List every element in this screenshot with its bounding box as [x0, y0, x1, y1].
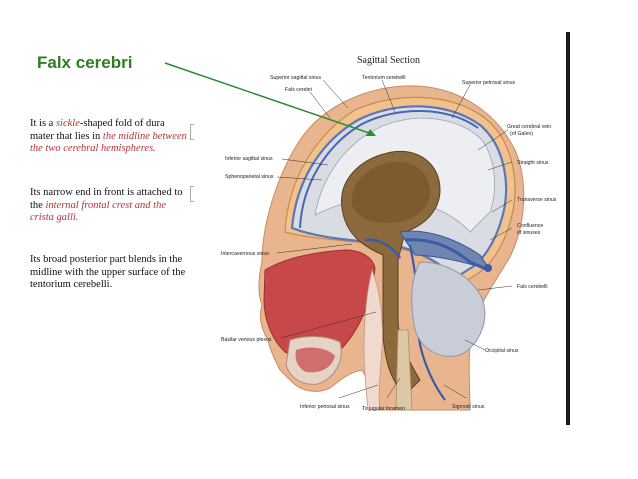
paragraph-narrow-end: Its narrow end in front is attached to t… — [30, 187, 190, 225]
falx-cerebri-arrow — [164, 62, 373, 135]
label-intercavernous-sinus: Intercavernous sinus — [221, 251, 269, 257]
label-of-galen: (of Galen) — [510, 131, 533, 137]
confluence-node — [484, 264, 492, 272]
bracket-mark-1 — [190, 124, 194, 140]
label-superior-petrosal-sinus: Superior petrosal sinus — [462, 80, 515, 86]
label-sigmoid-sinus: Sigmoid sinus — [452, 404, 485, 410]
para2-text-a: Its narrow end in front is attached to t… — [30, 187, 183, 211]
label-inferior-sagittal-sinus: Inferior sagittal sinus — [225, 156, 273, 162]
tongue — [295, 347, 335, 373]
para1-emphasis-midline: the midline between the two cerebral hem… — [30, 130, 187, 155]
para2-emphasis-crest: internal frontal crest and the crista ga… — [30, 199, 166, 224]
label-straight-sinus: Straight sinus — [517, 160, 549, 166]
label-occipital-sinus: Occipital sinus — [485, 348, 519, 354]
bracket-mark-2 — [190, 186, 194, 202]
label-tentorium-cerebelli: Tentorium cerebelli — [362, 75, 406, 81]
brainstem-shadow — [351, 161, 430, 224]
label-inferior-petrosal-sinus: Inferior petrosal sinus — [300, 404, 350, 410]
label-superior-sagittal-sinus: Superior sagittal sinus — [270, 75, 321, 81]
para1-text-a: It is a — [30, 118, 56, 129]
cavernous-sinus — [364, 238, 402, 259]
label-confluence: Confluence — [517, 223, 543, 229]
label-basilar-venous-plexus: Basilar venous plexus — [221, 337, 272, 343]
falx-cerebri-arrowhead — [366, 129, 376, 136]
para1-emphasis-sickle: sickle — [55, 118, 80, 129]
label-of-sinuses: of sinuses — [517, 230, 541, 236]
paragraph-posterior-part: Its broad posterior part blends in the m… — [30, 254, 186, 290]
straight-sinus — [404, 238, 489, 272]
pharynx — [363, 268, 383, 411]
label-to-jugular-foramen: To jugular foramen — [362, 406, 405, 412]
label-falx-cerebri-top: Falx cerebri — [285, 87, 312, 93]
label-great-cerebral-vein: Great cerebral vein — [507, 124, 551, 130]
slide-divider-line — [566, 32, 570, 425]
figure-title: Sagittal Section — [357, 55, 421, 66]
slide-title: Falx cerebri — [37, 53, 133, 72]
label-transverse-sinus: Transverse sinus — [517, 197, 557, 203]
leader-lines — [276, 79, 513, 399]
paragraph-sickle: It is a sickle-shaped fold of dura mater… — [30, 118, 190, 156]
label-falx-cerebelli: Falx cerebelli — [517, 284, 548, 290]
para1-text-c: -shaped fold of dura mater that lies in — [30, 118, 165, 142]
cerebellum — [411, 261, 486, 357]
superior-sagittal-sinus-line — [299, 110, 479, 229]
label-sphenoparietal-sinus: Sphenoparietal sinus — [225, 174, 274, 180]
